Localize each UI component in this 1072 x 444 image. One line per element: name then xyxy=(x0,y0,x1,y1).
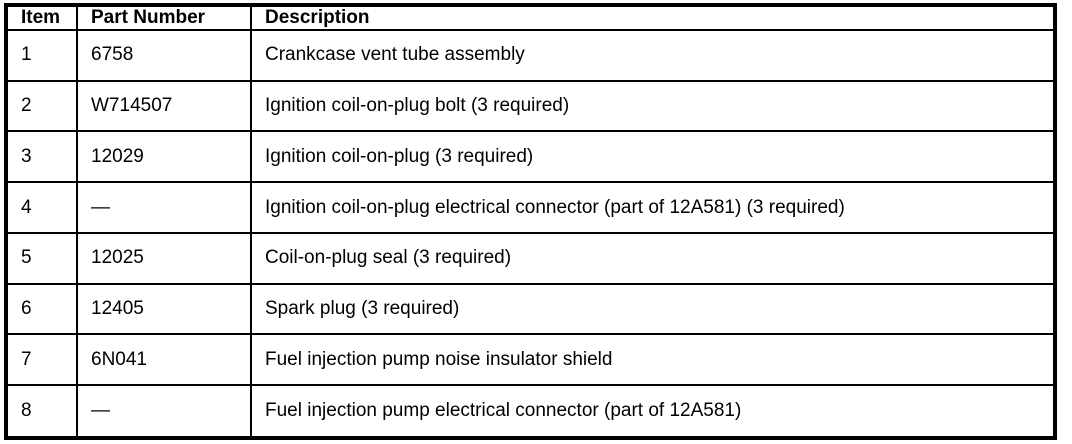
parts-table: Item Part Number Description 1 6758 Cran… xyxy=(4,3,1057,440)
part-number-cell: W714507 xyxy=(76,79,252,133)
item-cell: 1 xyxy=(5,28,78,82)
item-cell: 5 xyxy=(5,231,78,285)
description-cell: Ignition coil-on-plug bolt (3 required) xyxy=(250,79,1056,133)
part-number-cell: — xyxy=(76,181,252,234)
description-cell: Fuel injection pump noise insulator shie… xyxy=(250,333,1056,387)
description-cell: Ignition coil-on-plug electrical connect… xyxy=(250,181,1056,234)
header-cell-description: Description xyxy=(250,4,1056,31)
table-row: 8 — Fuel injection pump electrical conne… xyxy=(5,384,1056,439)
header-cell-part-number: Part Number xyxy=(76,4,252,31)
item-cell: 8 xyxy=(5,384,78,439)
item-cell: 7 xyxy=(5,333,78,387)
part-number-cell: 6758 xyxy=(76,28,252,82)
item-cell: 6 xyxy=(5,282,78,336)
description-cell: Crankcase vent tube assembly xyxy=(250,28,1056,82)
part-number-cell: 12405 xyxy=(76,282,252,336)
description-cell: Spark plug (3 required) xyxy=(250,282,1056,336)
description-cell: Fuel injection pump electrical connector… xyxy=(250,384,1056,439)
table-row: 2 W714507 Ignition coil-on-plug bolt (3 … xyxy=(5,79,1056,133)
part-number-cell: 12029 xyxy=(76,130,252,184)
header-cell-item: Item xyxy=(5,4,78,31)
part-number-cell: — xyxy=(76,384,252,439)
table-row: 3 12029 Ignition coil-on-plug (3 require… xyxy=(5,130,1056,184)
table-row: 7 6N041 Fuel injection pump noise insula… xyxy=(5,333,1056,387)
part-number-cell: 6N041 xyxy=(76,333,252,387)
part-number-cell: 12025 xyxy=(76,231,252,285)
item-cell: 3 xyxy=(5,130,78,184)
description-cell: Coil-on-plug seal (3 required) xyxy=(250,231,1056,285)
item-cell: 2 xyxy=(5,79,78,133)
description-cell: Ignition coil-on-plug (3 required) xyxy=(250,130,1056,184)
table-row: 6 12405 Spark plug (3 required) xyxy=(5,282,1056,336)
table-row: 1 6758 Crankcase vent tube assembly xyxy=(5,28,1056,82)
table-row: 4 — Ignition coil-on-plug electrical con… xyxy=(5,181,1056,234)
table-header-row: Item Part Number Description xyxy=(5,4,1056,31)
table-row: 5 12025 Coil-on-plug seal (3 required) xyxy=(5,231,1056,285)
item-cell: 4 xyxy=(5,181,78,234)
